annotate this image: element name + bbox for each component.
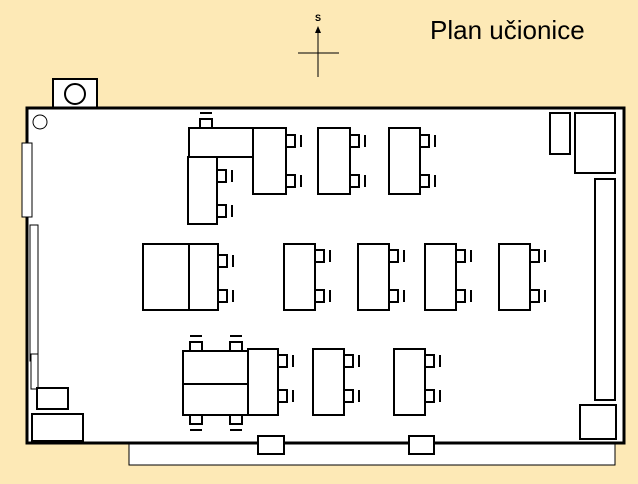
circle-icon (32, 114, 48, 130)
chair-2 (349, 134, 360, 148)
window-left-2 (29, 224, 39, 362)
chair-20 (277, 389, 288, 403)
desk-row3-1 (247, 348, 279, 416)
desk-row2-3 (357, 243, 390, 311)
desk-row3-3 (393, 348, 426, 416)
cabinet-right-top (574, 112, 616, 174)
chair-11 (314, 249, 325, 263)
chair-21 (343, 354, 354, 368)
chair-26 (229, 341, 243, 352)
chair-12 (314, 289, 325, 303)
desk-row1-2 (317, 127, 351, 195)
page-title: Plan učionice (430, 15, 585, 45)
compass-cross-icon (298, 26, 339, 77)
chair-25 (189, 341, 203, 352)
desk-row3-block-bottom (182, 383, 249, 416)
cabinet-bottom-left-2 (31, 413, 84, 442)
chair-14 (388, 289, 399, 303)
cabinet-right-bottom (579, 404, 617, 440)
desk-row3-block-top (182, 350, 249, 385)
chair-22 (343, 389, 354, 403)
chair-27 (189, 414, 203, 425)
chair-1 (285, 174, 296, 188)
desk-row2-wide (142, 243, 190, 311)
desk-row3-2 (312, 348, 345, 416)
desk-row2-5 (498, 243, 531, 311)
chair-10 (217, 289, 228, 303)
corridor-strip (128, 442, 616, 466)
chair-9 (217, 254, 228, 268)
cabinet-bottom-left-1 (36, 387, 69, 410)
chair-0 (285, 134, 296, 148)
desk-row2-4 (424, 243, 457, 311)
chair-28 (229, 414, 243, 425)
desk-row1-1 (252, 127, 287, 195)
chair-7 (216, 204, 227, 218)
desk-row2-1 (188, 243, 219, 311)
window-left-3 (30, 353, 39, 390)
chair-6 (216, 169, 227, 183)
chair-16 (455, 289, 466, 303)
desk-row2-2 (283, 243, 316, 311)
chairs-group (189, 112, 546, 431)
chair-18 (529, 289, 540, 303)
chair-8 (199, 118, 213, 129)
chair-4 (419, 134, 430, 148)
chair-24 (424, 389, 435, 403)
cabinet-right-small (549, 112, 571, 155)
chair-13 (388, 249, 399, 263)
board-right (594, 178, 616, 401)
desk-teacher-vertical (187, 156, 218, 225)
chair-23 (424, 354, 435, 368)
chair-5 (419, 174, 430, 188)
window-left-1 (21, 142, 33, 218)
desk-row1-3 (388, 127, 421, 195)
chair-15 (455, 249, 466, 263)
door-bottom-2 (408, 435, 435, 455)
compass-label: S (315, 13, 321, 23)
chair-17 (529, 249, 540, 263)
sink-circle-icon (64, 83, 86, 105)
chair-3 (349, 174, 360, 188)
door-bottom-1 (257, 435, 285, 455)
desk-teacher-horizontal (188, 127, 254, 158)
chair-19 (277, 354, 288, 368)
